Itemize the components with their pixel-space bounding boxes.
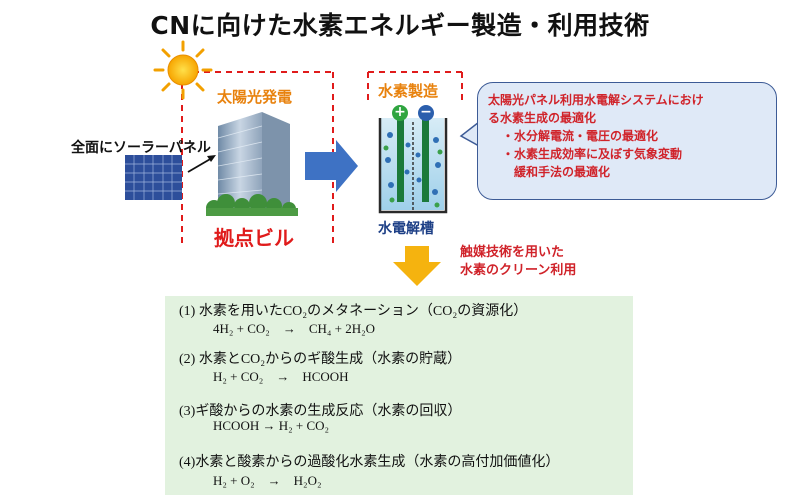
solar-power-label: 太陽光発電 bbox=[217, 88, 293, 106]
reaction-equation: H₂ + O₂ → H₂O₂ bbox=[213, 473, 322, 488]
electrolyzer-icon bbox=[378, 105, 448, 214]
electrolyzer-label: 水電解槽 bbox=[378, 221, 434, 237]
solar-panel-label: 全面にソーラーパネル bbox=[71, 140, 211, 156]
solar-frame bbox=[181, 71, 334, 245]
reaction-equation: HCOOH → H₂ + CO₂ bbox=[213, 418, 330, 433]
callout-box: 太陽光パネル利用水電解システムにおけ る水素生成の最適化 ・水分解電流・電圧の最… bbox=[477, 82, 777, 200]
reaction-equation: H₂ + CO₂ → HCOOH bbox=[213, 369, 349, 384]
reaction-equation: 4H₂ + CO₂ → CH₄ + 2H₂O bbox=[213, 321, 376, 336]
catalyst-label-2: 水素のクリーン利用 bbox=[460, 263, 577, 278]
plus-sign: + bbox=[394, 104, 406, 120]
catalyst-label-1: 触媒技術を用いた bbox=[460, 245, 565, 260]
minus-electrode-icon bbox=[418, 105, 434, 121]
sun-icon bbox=[153, 40, 213, 100]
base-building-label: 拠点ビル bbox=[214, 226, 294, 250]
callout-line: 太陽光パネル利用水電解システムにおけ bbox=[488, 93, 704, 107]
reaction-title: (1) 水素を用いたCO₂のメタネーション（CO₂の資源化） bbox=[179, 304, 528, 319]
solar-panel bbox=[125, 155, 182, 200]
reaction-title: (2) 水素とCO₂からのギ酸生成（水素の貯蔵） bbox=[179, 352, 462, 367]
callout-line: ・水分解電流・電圧の最適化 bbox=[502, 129, 659, 143]
flow-arrow bbox=[305, 140, 358, 192]
minus-sign: − bbox=[420, 104, 432, 120]
hydrogen-production-label: 水素製造 bbox=[378, 82, 439, 100]
reaction-title: (4)水素と酸素からの過酸化水素生成（水素の高付加価値化） bbox=[179, 455, 560, 470]
down-arrow bbox=[393, 246, 441, 286]
hydrogen-frame bbox=[367, 71, 463, 100]
callout-line: る水素生成の最適化 bbox=[488, 111, 597, 125]
page-title: CNに向けた水素エネルギー製造・利用技術 bbox=[150, 11, 650, 40]
building-icon bbox=[206, 112, 298, 216]
pointer-arrow bbox=[187, 155, 216, 173]
callout-line: 緩和手法の最適化 bbox=[514, 165, 611, 179]
reactions-box: (1) 水素を用いたCO₂のメタネーション（CO₂の資源化） 4H₂ + CO₂… bbox=[165, 296, 633, 495]
reaction-title: (3)ギ酸からの水素の生成反応（水素の回収） bbox=[179, 404, 462, 419]
callout-line: ・水素生成効率に及ぼす気象変動 bbox=[502, 147, 683, 161]
plus-electrode-icon bbox=[392, 105, 408, 121]
